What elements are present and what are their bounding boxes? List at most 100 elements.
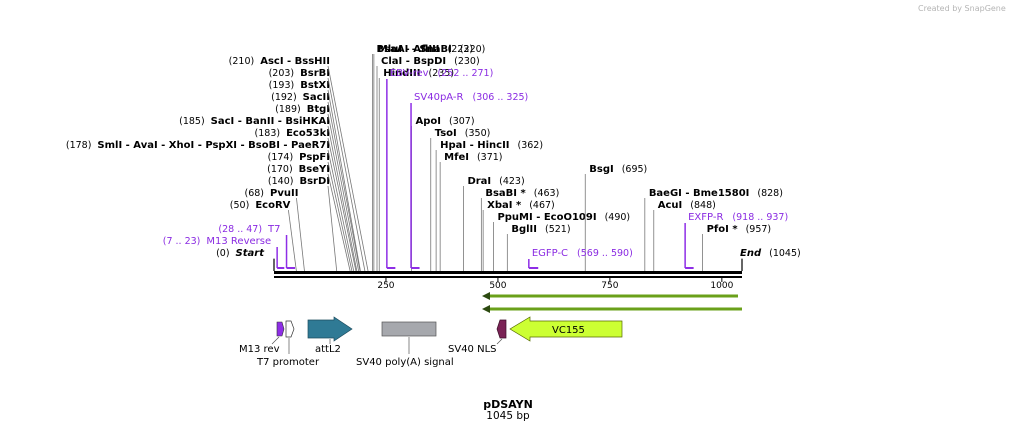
site-pvuii-coord: (68) — [245, 188, 265, 199]
site-btgi-leader — [327, 113, 360, 272]
primer-t7-range: (28 .. 47) — [218, 224, 262, 235]
site-mlui-coord: (223) — [448, 44, 474, 55]
site-pspfi-leader — [327, 161, 353, 272]
site-ppumi-coord: (490) — [605, 212, 631, 223]
site-asci-label: AscI - BssHII — [260, 56, 330, 67]
site-bstxi-label: BstXI — [300, 80, 330, 91]
m13-rev-feature — [276, 321, 285, 337]
t7-promoter-feature — [285, 320, 295, 338]
primer-ebv-rev-range: (252 .. 271) — [438, 68, 494, 79]
primer-m13-reverse-label: M13 Reverse — [206, 236, 271, 247]
site-drai-label: DraI — [467, 176, 491, 187]
t7-promoter-label: T7 promoter — [256, 357, 320, 368]
site-clai-coord: (230) — [454, 56, 480, 67]
site-saci-label: SacI - BanII - BsiHKAI — [211, 116, 330, 127]
sv40-nls-label: SV40 NLS — [448, 344, 497, 355]
site-clai-label: ClaI - BspDI — [381, 56, 446, 67]
primers: M13 Reverse(7 .. 23)T7(28 .. 47)EBV-rev(… — [163, 68, 788, 269]
primer-exfp-r-label: EXFP-R — [688, 212, 723, 223]
site-pspfi-coord: (174) — [268, 152, 294, 163]
orf-arrow-2-head — [482, 305, 490, 313]
watermark: Created by SnapGene — [918, 4, 1006, 13]
orf-arrow-1-head — [482, 292, 490, 300]
sv40-nls-feature — [496, 319, 507, 339]
site-saci-coord: (185) — [179, 116, 205, 127]
site-bseyi-coord: (170) — [267, 164, 293, 175]
sv40-nls-leader — [496, 338, 503, 345]
site-sacii-leader — [327, 101, 361, 272]
site-bseyi-leader — [327, 173, 351, 272]
site-bsgi-label: BsgI — [589, 164, 613, 175]
site-pvuii-leader — [296, 197, 305, 272]
site-asci-leader — [327, 65, 369, 272]
site-saci-leader — [327, 125, 358, 272]
site-end-label: End — [740, 248, 762, 259]
site-hpai-coord: (362) — [518, 140, 544, 151]
site-ecorv-leader — [287, 209, 297, 272]
site-xbai-coord: (467) — [529, 200, 555, 211]
site-smli-leader — [327, 149, 355, 272]
scale-tick-label-250: 250 — [377, 281, 394, 291]
backbone-strand-bottom — [274, 276, 742, 278]
scale-tick-label-1000: 1000 — [710, 281, 733, 291]
site-ecorv-coord: (50) — [230, 200, 250, 211]
site-tsoi-coord: (350) — [465, 128, 491, 139]
site-smli-coord: (178) — [66, 140, 92, 151]
site-baegi-label: BaeGI - Bme1580I — [649, 188, 750, 199]
primer-exfp-r-range: (918 .. 937) — [732, 212, 788, 223]
backbone-strand-top — [274, 271, 742, 274]
site-bsrbi-coord: (203) — [269, 68, 295, 79]
dna-backbone — [274, 271, 742, 278]
site-mfei-coord: (371) — [477, 152, 503, 163]
site-start-coord: (0) — [216, 248, 229, 259]
site-bsrbi-label: BsrBI — [300, 68, 330, 79]
scale-ticks: 250 500 750 1000 — [377, 278, 734, 291]
site-smli-label: SmlI - AvaI - XhoI - PspXI - BsoBI - Pae… — [97, 140, 330, 151]
plasmid-name: pDSAYN — [483, 398, 533, 411]
site-bsaai-coord: (220) — [460, 44, 486, 55]
m13-rev-label: M13 rev — [239, 344, 280, 355]
m13-rev-leader — [271, 336, 280, 345]
site-bsrbi-leader — [327, 77, 366, 272]
site-pfoi-label: PfoI * — [707, 224, 739, 235]
site-apoi-coord: (307) — [449, 116, 475, 127]
site-pfoi-coord: (957) — [746, 224, 772, 235]
sv40-polya-label: SV40 poly(A) signal — [356, 357, 454, 368]
site-end-coord: (1045) — [769, 248, 801, 259]
site-drai-coord: (423) — [499, 176, 525, 187]
site-acui-label: AcuI — [658, 200, 683, 211]
orf-arrows — [482, 292, 742, 313]
site-asci-coord: (210) — [229, 56, 255, 67]
primer-m13-reverse-range: (7 .. 23) — [163, 236, 201, 247]
site-baegi-coord: (828) — [757, 188, 783, 199]
site-bsrdi-label: BsrDI — [299, 176, 330, 187]
site-hpai-label: HpaI - HincII — [440, 140, 509, 151]
site-bglii-label: BglII — [511, 224, 537, 235]
attl2-feature — [307, 316, 353, 342]
primer-t7-label: T7 — [267, 224, 280, 235]
scale-tick-label-500: 500 — [489, 281, 506, 291]
site-acui-coord: (848) — [690, 200, 716, 211]
site-tsoi-label: TsoI — [435, 128, 457, 139]
primer-sv40pa-r-range: (306 .. 325) — [472, 92, 528, 103]
site-bsaai-label: BsaAI - SnaBI — [377, 44, 452, 55]
site-bstxi-leader — [327, 89, 361, 272]
site-bsgi-coord: (695) — [622, 164, 648, 175]
site-ecorv-label: EcoRV — [255, 200, 290, 211]
site-mfei-label: MfeI — [444, 152, 469, 163]
site-bstxi-coord: (193) — [269, 80, 295, 91]
site-hindiii-label: HindIII — [383, 68, 420, 79]
site-sacii-coord: (192) — [271, 92, 297, 103]
site-btgi-coord: (189) — [275, 104, 301, 115]
scale-tick-label-750: 750 — [601, 281, 618, 291]
site-eco53ki-leader — [327, 137, 357, 272]
site-btgi-label: BtgI — [307, 104, 330, 115]
sv40-polya-feature — [381, 321, 437, 337]
primer-egfp-c-range: (569 .. 590) — [577, 248, 633, 259]
site-bsabi-label: BsaBI * — [485, 188, 526, 199]
attl2-label: attL2 — [315, 344, 341, 355]
site-pvuii-label: PvuII — [270, 188, 298, 199]
site-sacii-label: SacII — [303, 92, 330, 103]
site-ppumi-label: PpuMI - EcoO109I — [497, 212, 596, 223]
